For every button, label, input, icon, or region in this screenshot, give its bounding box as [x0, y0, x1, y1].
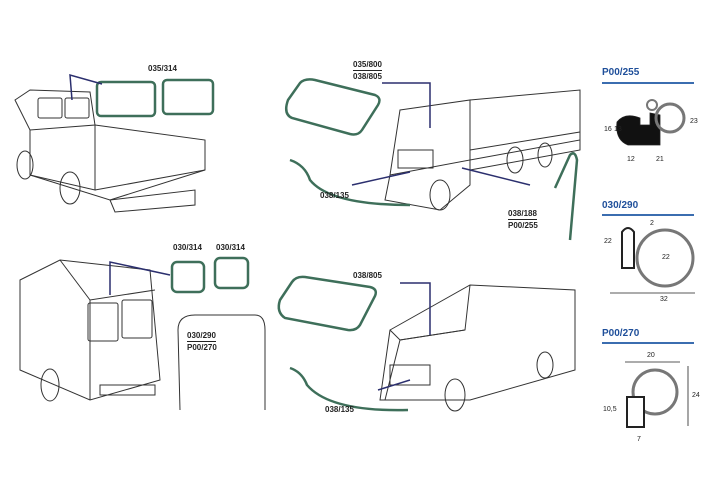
- windscreen-truck: [284, 78, 381, 136]
- dim-label: 20: [647, 352, 655, 359]
- divider: [602, 82, 694, 84]
- profile-title: P00/255: [602, 67, 640, 78]
- callout-035-800: 035/800: [353, 60, 382, 71]
- side-seal-truck: [553, 152, 579, 241]
- callout-p00-255: P00/255: [508, 221, 538, 230]
- divider: [602, 214, 694, 216]
- truck-front-flatbed-drawing: [384, 89, 581, 211]
- dim-label: 22: [662, 254, 670, 261]
- callout-038-805-van: 038/805: [353, 271, 382, 280]
- callout-038-135-van: 038/135: [325, 405, 354, 414]
- callout-038-188: 038/188: [508, 209, 537, 220]
- callout-p00-270: P00/270: [187, 343, 217, 352]
- dim-label: 24: [692, 392, 700, 399]
- dim-label: 21: [656, 156, 664, 163]
- dim-label: 22: [604, 238, 612, 245]
- dim-label: 32: [660, 296, 668, 303]
- dim-label: 16: [604, 126, 612, 133]
- truck-rear-flatbed-drawing: [14, 89, 206, 213]
- callout-038-135: 038/135: [320, 191, 349, 200]
- wiper-seal-truck: [289, 158, 411, 207]
- dim-label: 7: [637, 436, 641, 443]
- door-glass-outline: [177, 314, 266, 411]
- callout-038-805: 038/805: [353, 72, 382, 81]
- callout-035-314: 035/314: [148, 64, 177, 73]
- van-rear-glass-2: [213, 256, 250, 290]
- wiper-seal-van: [289, 366, 409, 412]
- dim-label: 23: [690, 118, 698, 125]
- profile-p00-255: [616, 99, 686, 146]
- divider: [602, 342, 694, 344]
- profile-p00-270: [625, 361, 689, 428]
- rear-glass-1: [95, 80, 157, 118]
- rear-glass-2: [161, 78, 215, 116]
- callout-030-290: 030/290: [187, 331, 216, 342]
- van-rear-glass-1: [170, 260, 206, 294]
- dim-label: 13: [614, 126, 622, 133]
- dim-label: 10,5: [603, 406, 617, 413]
- van-rear-drawing: [19, 259, 161, 402]
- dim-label: 12: [627, 156, 635, 163]
- dim-label: 2: [650, 220, 654, 227]
- callout-030-314-left: 030/314: [173, 243, 202, 252]
- van-front-drawing: [379, 284, 576, 412]
- profile-title: P00/270: [602, 328, 640, 339]
- profile-title: 030/290: [602, 200, 639, 211]
- windscreen-van: [277, 275, 378, 332]
- profile-030-290: [610, 227, 695, 294]
- callout-030-314-right: 030/314: [216, 243, 245, 252]
